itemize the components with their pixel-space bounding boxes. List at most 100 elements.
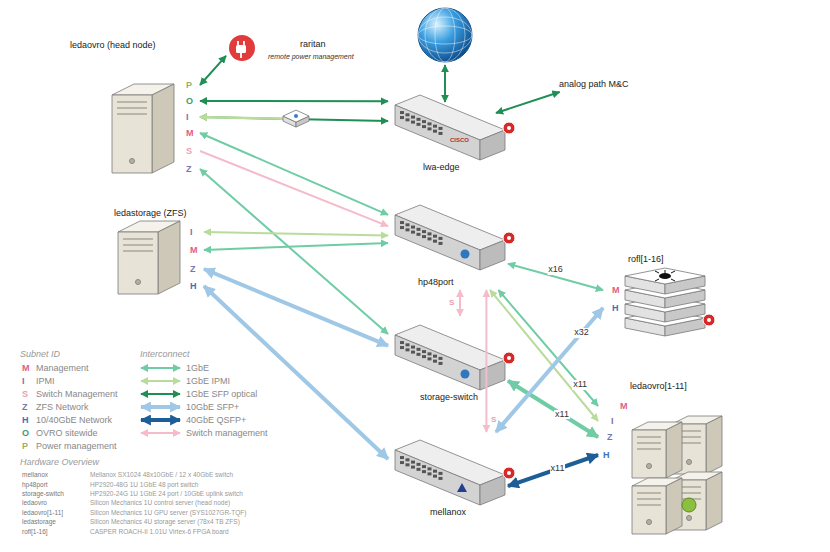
status-badge-dot xyxy=(507,126,511,130)
switch-port xyxy=(439,237,443,240)
legend-text: 1GbE IPMI xyxy=(186,376,230,387)
device-node: storage-switch xyxy=(388,316,508,406)
power-button xyxy=(687,460,692,465)
board-top xyxy=(625,268,705,284)
hardware-table-cell: HP2920-48G 1U 1GbE 48 port switch xyxy=(90,481,198,489)
drive-bay xyxy=(637,492,661,493)
legend-heading: Subnet ID xyxy=(20,349,60,360)
device-name: lwa-edge xyxy=(423,162,460,173)
hardware-table-cell: Mellanox SX1024 48x10GbE / 12 x 40GbE sw… xyxy=(90,471,233,479)
device-node: ledaovro (head node)POIMSZ xyxy=(58,36,200,178)
legend-line-sample xyxy=(141,367,180,369)
legend-line-sample xyxy=(141,418,180,422)
port-letter: I xyxy=(611,416,614,427)
server-front xyxy=(118,232,158,294)
server-side xyxy=(666,478,682,534)
status-badge-dot xyxy=(507,471,511,475)
drive-bay xyxy=(117,113,147,114)
port-letter: M xyxy=(186,128,194,139)
network-link xyxy=(508,264,603,290)
legend-heading: Interconnect xyxy=(140,349,190,360)
switch-port xyxy=(428,472,432,475)
switch-port xyxy=(422,235,426,238)
switch-port xyxy=(422,120,426,123)
switch-port xyxy=(400,346,404,349)
power-button xyxy=(647,520,652,525)
plug-prongs xyxy=(238,41,244,58)
switch-port xyxy=(417,468,421,471)
switch-side xyxy=(480,475,505,505)
device-name: analog path M&C xyxy=(559,79,629,90)
device-node: ledaovro[1-11]MIZH xyxy=(598,378,723,540)
status-badge-dot xyxy=(707,318,711,322)
switch-port xyxy=(411,461,415,464)
switch-port xyxy=(411,351,415,354)
server-front xyxy=(632,486,666,534)
switch-port xyxy=(417,233,421,236)
hardware-table-cell: HP2920-24G 1U 1GbE 24 port / 10GbE uplin… xyxy=(90,490,243,498)
legend-text: Switch management xyxy=(186,428,268,439)
port-letter: M xyxy=(620,401,628,412)
bug-icon xyxy=(659,273,671,279)
link-count-label: x11 xyxy=(550,464,566,474)
hardware-table-cell: rofl[1-16] xyxy=(22,528,48,536)
switch-port xyxy=(422,230,426,233)
switch-side xyxy=(480,360,505,390)
switch-port xyxy=(428,237,432,240)
drive-bay xyxy=(637,498,661,499)
server-side xyxy=(158,221,180,294)
switch-port xyxy=(433,355,437,358)
switch-port xyxy=(439,362,443,365)
device-node: analog path M&C xyxy=(555,76,647,92)
network-link xyxy=(204,269,388,346)
switch-port xyxy=(439,242,443,245)
hardware-table-cell: Silicon Mechanics 1U GPU server (SYS1027… xyxy=(90,509,246,517)
switch-port xyxy=(439,357,443,360)
link-count-label: x16 xyxy=(547,265,564,275)
switch-port xyxy=(406,348,410,351)
drive-bay xyxy=(123,238,153,239)
port-letter: M xyxy=(190,245,198,256)
device-name: storage-switch xyxy=(420,392,478,403)
switch-port xyxy=(428,127,432,130)
globe-latitude xyxy=(418,26,472,44)
link-count-label: x11 xyxy=(554,410,570,420)
network-link xyxy=(200,133,388,215)
drive-bay xyxy=(637,448,661,449)
hardware-table-cell: storage-switch xyxy=(22,490,64,498)
switch-port xyxy=(433,240,437,243)
switch-port xyxy=(422,355,426,358)
switch-front xyxy=(395,105,480,160)
legend-text: Switch Management xyxy=(36,389,118,400)
subnet-tag: S xyxy=(449,298,454,308)
legend-text: 40GbE QSFP+ xyxy=(186,415,246,426)
switch-side xyxy=(480,130,505,160)
switch-port xyxy=(417,348,421,351)
switch-port xyxy=(422,125,426,128)
hardware-table-cell: ledaovro[1-11] xyxy=(22,509,63,517)
network-link xyxy=(204,243,388,250)
legend-line-sample xyxy=(141,380,180,382)
switch-port xyxy=(433,470,437,473)
network-link xyxy=(508,455,598,486)
device-node: rofl[1-16]MH xyxy=(603,250,708,336)
switch-port xyxy=(428,357,432,360)
status-badge xyxy=(503,122,515,134)
status-badge-dot xyxy=(507,356,511,360)
port-letter: H xyxy=(612,303,619,314)
network-link xyxy=(496,308,603,432)
port-letter: P xyxy=(186,80,192,91)
switch-port xyxy=(417,228,421,231)
switch-port xyxy=(411,346,415,349)
network-link xyxy=(200,151,388,226)
switch-port xyxy=(439,127,443,130)
legend-line-sample xyxy=(141,432,180,434)
drive-bay xyxy=(637,436,661,437)
status-badge xyxy=(503,232,515,244)
legend-text: 1GbE SFP optical xyxy=(186,389,257,400)
ipmi-segment xyxy=(200,117,283,119)
device-node: raritanremote power management xyxy=(226,32,376,66)
switch-port xyxy=(433,235,437,238)
